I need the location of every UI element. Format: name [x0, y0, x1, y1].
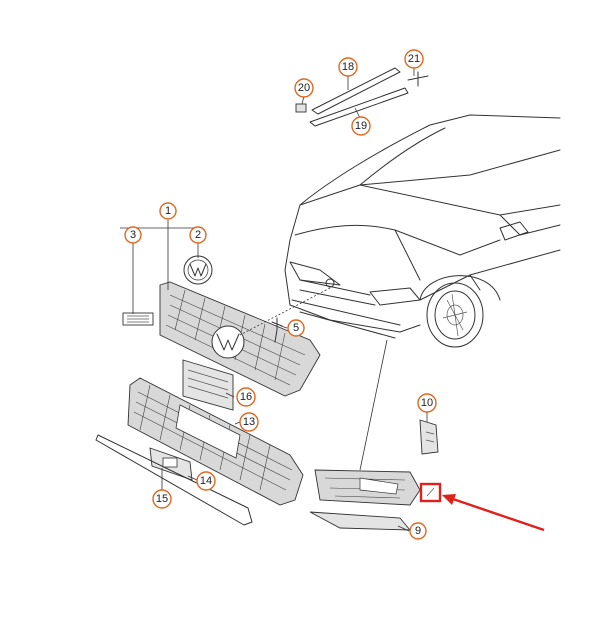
callout-label: 18 — [342, 61, 354, 73]
callout-5: 5 — [287, 319, 305, 337]
screw-part-21 — [407, 71, 429, 87]
highlight-arrow-head — [442, 494, 456, 505]
callout-label: 20 — [298, 82, 310, 94]
camera-trim-part-14 — [149, 447, 193, 481]
callout-14: 14 — [196, 471, 216, 491]
lower-grille-part-13 — [127, 377, 304, 506]
callout-label: 15 — [156, 493, 168, 505]
callout-label: 16 — [240, 391, 252, 403]
callout-label: 9 — [415, 525, 421, 537]
callout-1: 1 — [159, 202, 177, 220]
callout-2: 2 — [189, 226, 207, 244]
callout-label: 10 — [421, 397, 433, 409]
highlight-box — [419, 482, 442, 503]
callout-label: 3 — [130, 229, 136, 241]
callout-label: 19 — [355, 120, 367, 132]
upper-grille — [159, 281, 321, 397]
roof-moldings — [295, 67, 429, 127]
callout-label: 2 — [195, 229, 201, 241]
callout-3: 3 — [124, 226, 142, 244]
fog-lamp-grille — [314, 469, 421, 506]
trim-strip-part-15 — [95, 434, 253, 526]
callout-10: 10 — [417, 393, 437, 413]
callout-label: 21 — [408, 53, 420, 65]
highlight-arrow-line — [449, 496, 545, 532]
callout-label: 13 — [243, 416, 255, 428]
callout-20: 20 — [294, 78, 314, 98]
screw-part-5 — [271, 317, 283, 343]
clip-part-20 — [295, 103, 307, 113]
trim-part-9 — [309, 511, 411, 531]
bracket-part-10 — [419, 419, 439, 455]
highlight-marker — [419, 482, 545, 532]
emblem-part-3 — [122, 312, 154, 326]
car-outline — [284, 114, 561, 348]
callout-19: 19 — [351, 116, 371, 136]
callout-21: 21 — [404, 49, 424, 69]
callout-13: 13 — [239, 412, 259, 432]
callout-label: 14 — [200, 475, 212, 487]
vw-badge-part-2 — [183, 255, 213, 285]
callout-9: 9 — [409, 522, 427, 540]
callout-16: 16 — [236, 387, 256, 407]
callout-label: 1 — [165, 205, 171, 217]
callout-18: 18 — [338, 57, 358, 77]
callout-15: 15 — [152, 489, 172, 509]
callout-label: 5 — [293, 322, 299, 334]
plate-bracket-part-16 — [182, 359, 234, 411]
